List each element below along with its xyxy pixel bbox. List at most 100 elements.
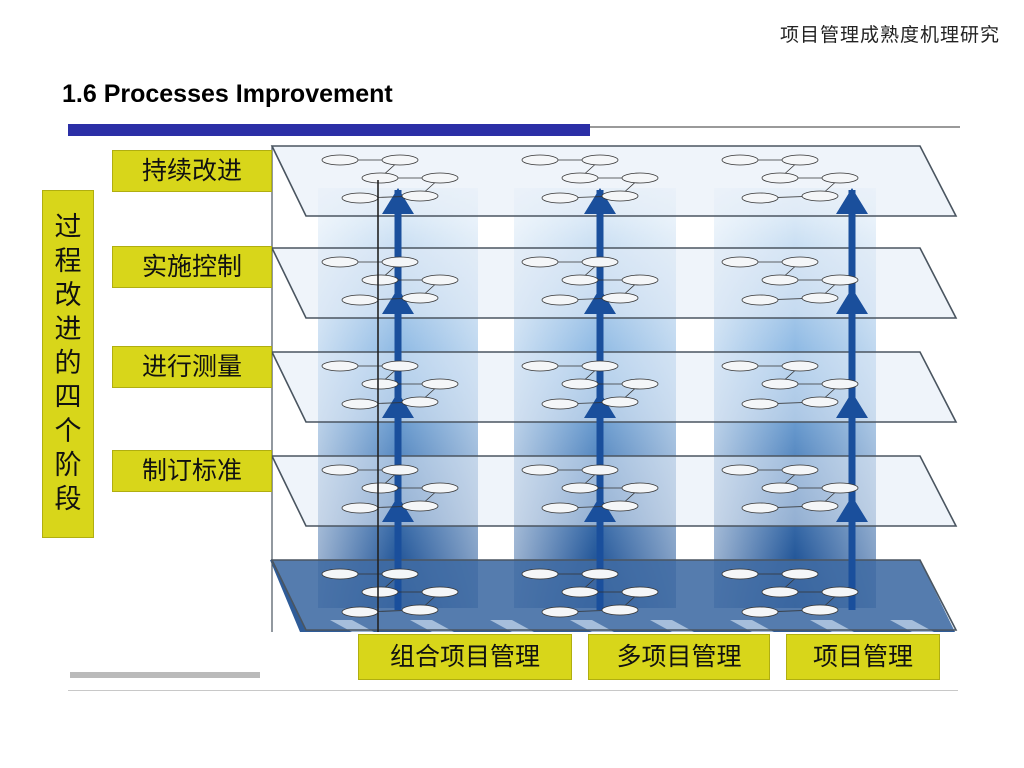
process-node: [581, 464, 619, 476]
process-node: [561, 172, 599, 184]
process-node: [581, 256, 619, 268]
process-node: [801, 396, 839, 408]
arrow-head: [382, 288, 414, 314]
process-node: [601, 396, 639, 408]
process-node: [321, 360, 359, 372]
process-node: [381, 154, 419, 166]
process-node: [801, 190, 839, 202]
process-node: [541, 294, 579, 306]
process-node: [761, 172, 799, 184]
title-underline-accent: [68, 124, 590, 136]
process-node: [341, 192, 379, 204]
stage-label-implementation-control: 实施控制: [112, 246, 272, 288]
vertical-label-char: 过: [54, 212, 82, 243]
process-node: [321, 154, 359, 166]
page-title: 1.6 Processes Improvement: [62, 80, 393, 108]
process-node: [561, 586, 599, 598]
base-stripe: [890, 620, 934, 632]
base-stripe: [730, 620, 774, 632]
process-node: [401, 396, 439, 408]
process-node: [721, 360, 759, 372]
process-node: [801, 604, 839, 616]
process-node: [521, 464, 559, 476]
process-node: [381, 464, 419, 476]
process-node: [561, 274, 599, 286]
process-node: [721, 256, 759, 268]
process-node: [821, 378, 859, 390]
process-node: [421, 586, 459, 598]
base-stripe: [810, 620, 854, 632]
process-network-icon: [721, 154, 859, 204]
stage-group-vertical-label: 过程改进的四个阶段: [42, 190, 94, 538]
process-node: [521, 360, 559, 372]
base-stripe: [570, 620, 614, 632]
base-stripe: [490, 620, 534, 632]
arrow-head: [382, 392, 414, 418]
process-node: [781, 464, 819, 476]
process-node: [741, 398, 779, 410]
process-node: [821, 586, 859, 598]
vertical-label-char: 阶: [54, 450, 82, 481]
arrow-head: [584, 392, 616, 418]
base-band: [270, 560, 955, 632]
process-node: [581, 568, 619, 580]
process-node: [541, 502, 579, 514]
process-node: [821, 482, 859, 494]
arrow-head: [836, 288, 868, 314]
stage-plane: [270, 351, 958, 423]
process-node: [581, 154, 619, 166]
vertical-label-char: 的: [54, 348, 82, 379]
process-network-icon: [321, 464, 459, 514]
arrow-head: [584, 188, 616, 214]
process-node: [361, 274, 399, 286]
process-node: [821, 274, 859, 286]
process-node: [741, 502, 779, 514]
process-node: [521, 568, 559, 580]
process-node: [401, 292, 439, 304]
process-node: [321, 568, 359, 580]
process-node: [761, 378, 799, 390]
arrow-head: [836, 188, 868, 214]
process-node: [361, 172, 399, 184]
process-network-icon: [721, 360, 859, 410]
process-node: [361, 482, 399, 494]
process-network-icon: [521, 154, 659, 204]
process-node: [421, 378, 459, 390]
process-node: [821, 172, 859, 184]
arrow-head: [382, 188, 414, 214]
process-node: [741, 192, 779, 204]
process-node: [621, 482, 659, 494]
process-node: [341, 294, 379, 306]
title-underline-rule: [590, 126, 960, 128]
stage-plane: [270, 247, 958, 319]
process-node: [561, 482, 599, 494]
process-node: [401, 604, 439, 616]
column-label-multi-project: 多项目管理: [588, 634, 770, 680]
process-node: [381, 256, 419, 268]
arrow-head: [836, 496, 868, 522]
process-node: [721, 568, 759, 580]
process-node: [741, 606, 779, 618]
process-node: [421, 172, 459, 184]
base-stripe: [650, 620, 694, 632]
vertical-label-char: 程: [54, 246, 82, 277]
process-node: [521, 256, 559, 268]
process-node: [341, 398, 379, 410]
process-node: [601, 604, 639, 616]
process-node: [621, 586, 659, 598]
process-node: [401, 190, 439, 202]
column-label-project: 项目管理: [786, 634, 940, 680]
process-node: [361, 378, 399, 390]
vertical-label-char: 个: [54, 416, 82, 447]
arrow-head: [584, 288, 616, 314]
process-node: [601, 190, 639, 202]
process-node: [601, 500, 639, 512]
process-node: [741, 294, 779, 306]
process-network-icon: [321, 256, 459, 306]
base-stripe: [330, 620, 374, 632]
footer-rule: [68, 690, 958, 691]
vertical-label-char: 改: [54, 280, 82, 311]
header-caption: 项目管理成熟度机理研究: [779, 24, 1000, 46]
process-node: [361, 586, 399, 598]
